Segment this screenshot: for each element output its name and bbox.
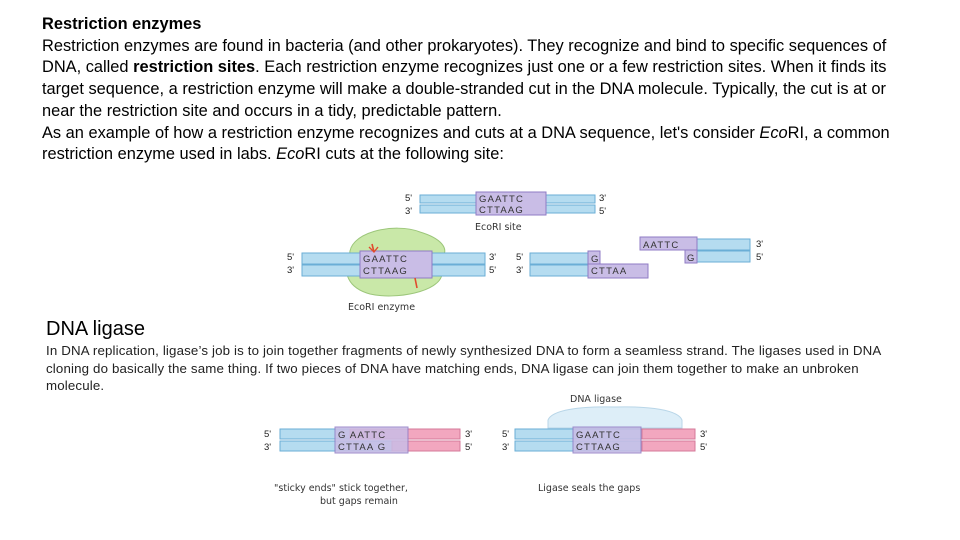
annealed-bottom-seq: CTTAA G: [338, 442, 386, 453]
five-prime-label: 5': [489, 265, 496, 276]
fragment-right-bottom-seq: G: [687, 253, 694, 264]
fragment-left-bottom-seq: CTTAA: [591, 266, 627, 277]
restriction-enzymes-section: Restriction enzymes Restriction enzymes …: [42, 14, 922, 166]
five-prime-label: 5': [502, 429, 509, 440]
annealed-top-seq: G AATTC: [338, 430, 386, 441]
three-prime-label: 3': [756, 239, 763, 250]
sticky-end-highlight: [639, 236, 698, 251]
ligase-enzyme-shape: [547, 406, 683, 429]
section-title: Restriction enzymes: [42, 15, 202, 33]
three-prime-label: 3': [516, 265, 523, 276]
ligase-caption: Ligase seals the gaps: [538, 483, 640, 494]
ecori-site-dna: 5' 3' 3' 5' GAATTC CTTAAG EcoRI site: [405, 191, 606, 233]
five-prime-label: 5': [599, 206, 606, 217]
five-prime-label: 5': [465, 442, 472, 453]
fragment-left-top-seq: G: [591, 254, 598, 265]
site-sequence-top: GAATTC: [363, 254, 408, 265]
dna-ligase-diagram: G AATTC CTTAA G 5' 3' 3' 5' "sticky ends…: [264, 394, 707, 507]
dna-strand-top-pink: [641, 428, 696, 440]
text-run: Restriction enzymes are found in bacteri…: [42, 36, 887, 77]
sealed-top-seq: GAATTC: [576, 430, 621, 441]
text-run: As an example of how a restriction enzym…: [42, 123, 760, 142]
three-prime-label: 3': [489, 252, 496, 263]
ecori-site-label: EcoRI site: [475, 222, 522, 233]
three-prime-label: 3': [287, 265, 294, 276]
five-prime-label: 5': [700, 442, 707, 453]
ecori-enzyme-complex: GAATTC CTTAAG 5' 3' 3' 5' EcoRI enzyme: [287, 227, 496, 313]
five-prime-label: 5': [264, 429, 271, 440]
five-prime-label: 5': [405, 193, 412, 204]
restriction-paragraph-1: Restriction enzymes are found in bacteri…: [42, 36, 922, 123]
three-prime-label: 3': [405, 206, 412, 217]
three-prime-label: 3': [502, 442, 509, 453]
sticky-end-highlight: [587, 263, 649, 279]
restriction-paragraph-2: As an example of how a restriction enzym…: [42, 123, 922, 166]
eco-italic: Eco: [759, 123, 788, 142]
eco-italic: Eco: [276, 145, 305, 164]
text-run: RI, a common restriction enzyme used in …: [42, 123, 890, 164]
ligase-paragraph: In DNA replication, ligase’s job is to j…: [46, 343, 881, 393]
fragment-right-top-seq: AATTC: [643, 240, 679, 251]
restriction-sites-term: restriction sites: [133, 58, 256, 77]
three-prime-label: 3': [465, 429, 472, 440]
ecori-site-diagram: 5' 3' 3' 5' GAATTC CTTAAG EcoRI site GAA…: [287, 191, 763, 313]
dna-ligase-section: DNA ligase In DNA replication, ligase’s …: [46, 316, 916, 395]
five-prime-label: 5': [516, 252, 523, 263]
cut-fragments: G CTTAA 5' 3' AATTC G 3' 5': [516, 236, 763, 279]
restriction-site-highlight: [572, 426, 642, 454]
dna-strand-bottom-pink: [641, 440, 696, 452]
ecori-enzyme-label: EcoRI enzyme: [348, 302, 415, 313]
cut-mark-icon: [371, 243, 418, 289]
three-prime-label: 3': [599, 193, 606, 204]
sticky-ends-caption-line2: but gaps remain: [320, 496, 398, 507]
three-prime-label: 3': [264, 442, 271, 453]
five-prime-label: 5': [756, 252, 763, 263]
site-sequence-bottom: CTTAAG: [479, 205, 524, 216]
text-run: RI cuts at the following site:: [304, 145, 504, 164]
dna-ligase-label: DNA ligase: [570, 394, 622, 405]
restriction-site-highlight: [359, 250, 433, 279]
restriction-site-highlight: [334, 426, 409, 454]
sealed-bottom-seq: CTTAAG: [576, 442, 621, 453]
five-prime-label: 5': [287, 252, 294, 263]
restriction-site-highlight: [475, 191, 547, 216]
site-sequence-top: GAATTC: [479, 194, 524, 205]
sticky-ends-caption-line1: "sticky ends" stick together,: [274, 483, 408, 494]
text-run: . Each restriction enzyme recognizes jus…: [42, 58, 887, 120]
site-sequence-bottom: CTTAAG: [363, 266, 408, 277]
sticky-ends-annealed: G AATTC CTTAA G 5' 3' 3' 5' "sticky ends…: [264, 426, 472, 507]
section-heading: DNA ligase: [46, 318, 145, 340]
sticky-end-highlight: [684, 249, 698, 264]
dna-strand-bottom: [696, 250, 751, 263]
three-prime-label: 3': [700, 429, 707, 440]
cut-arrow-icon: [368, 246, 379, 254]
ligase-sealed-dna: DNA ligase GAATTC CTTAAG 5' 3' 3' 5' Lig…: [502, 394, 707, 494]
